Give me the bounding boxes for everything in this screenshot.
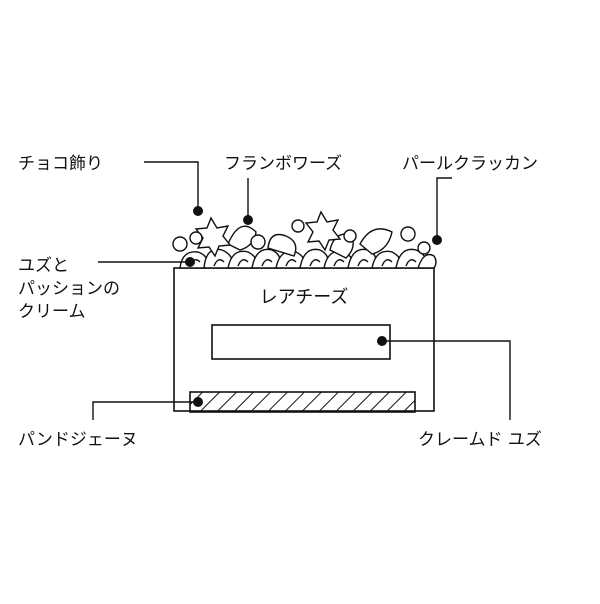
label-craquelin: パールクラッカン bbox=[402, 154, 538, 174]
label-yuzu-passion-line1: ユズと bbox=[18, 256, 69, 276]
label-rare-cheese: レアチーズ bbox=[260, 287, 349, 308]
cream-swirls bbox=[179, 248, 437, 269]
dot-creme-yuzu bbox=[377, 336, 387, 346]
label-creme-yuzu: クレームド ユズ bbox=[418, 430, 542, 450]
label-yuzu-passion-line2: パッションの bbox=[18, 279, 120, 299]
leader-lines bbox=[92, 161, 511, 420]
creme-yuzu-layer bbox=[211, 324, 391, 360]
label-genoise: パンドジェーヌ bbox=[18, 430, 138, 450]
dot-yuzu-passion bbox=[185, 257, 195, 267]
genoise-layer bbox=[189, 391, 416, 413]
dot-choco bbox=[193, 206, 203, 216]
choco-flowers bbox=[194, 210, 342, 258]
callout-dots bbox=[185, 206, 442, 407]
craquelin-pearls bbox=[172, 219, 431, 255]
dot-framboise bbox=[243, 215, 253, 225]
dot-genoise bbox=[193, 397, 203, 407]
label-yuzu-passion-line3: クリーム bbox=[18, 302, 86, 322]
dot-craquelin bbox=[432, 235, 442, 245]
label-framboise: フランボワーズ bbox=[224, 154, 342, 174]
label-choco: チョコ飾り bbox=[18, 154, 103, 174]
